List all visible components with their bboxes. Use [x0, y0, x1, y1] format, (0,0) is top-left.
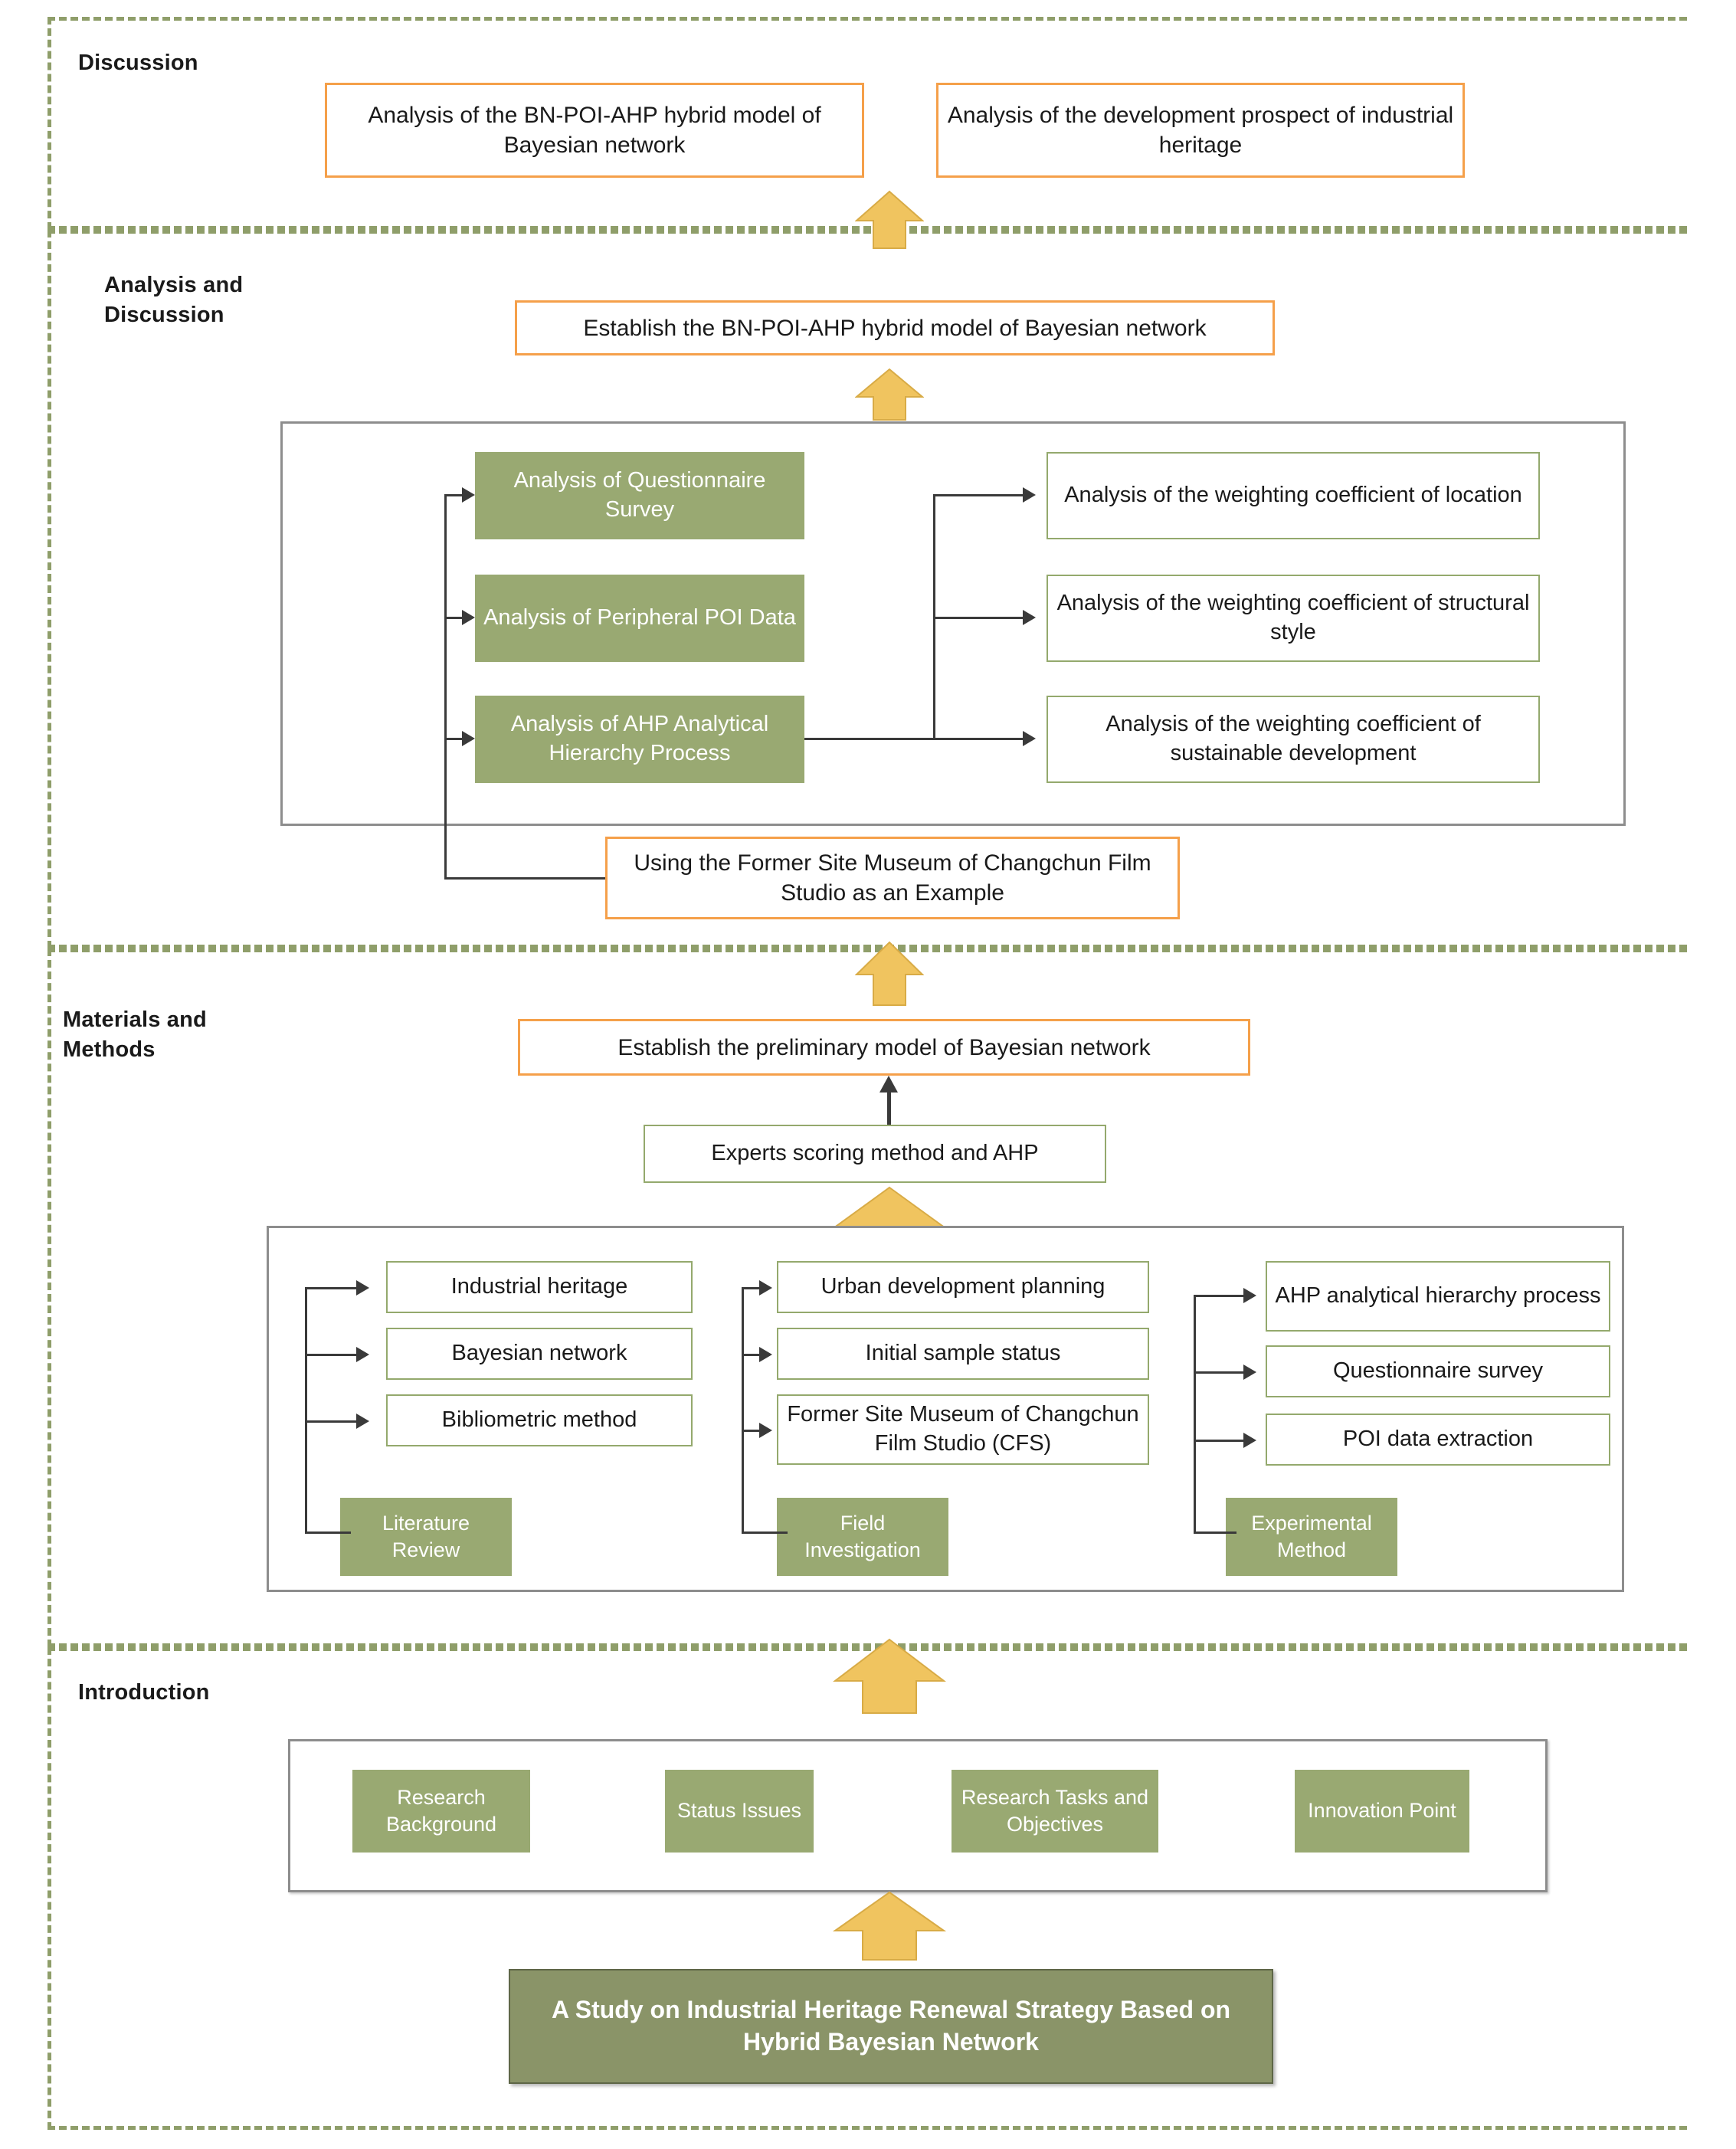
materials-experts-scoring-box[interactable]: Experts scoring method and AHP: [644, 1125, 1106, 1183]
connector-literature-to-industrial: [305, 1287, 359, 1289]
section-band-materials: [47, 948, 1687, 1647]
arrowhead-industrial-heritage: [356, 1280, 369, 1296]
paper-title-box[interactable]: A Study on Industrial Heritage Renewal S…: [509, 1969, 1273, 2084]
arrowhead-bayesian-network: [356, 1347, 369, 1362]
materials-item-questionnaire-survey[interactable]: Questionnaire survey: [1266, 1345, 1610, 1397]
connector-experimental-bottom: [1194, 1531, 1236, 1534]
connector-experimental-spine: [1194, 1295, 1196, 1534]
connector-ahp-to-right-spine: [804, 738, 935, 740]
section-band-introduction: [47, 1647, 1687, 2130]
arrowhead-poi-extraction: [1243, 1433, 1256, 1448]
connector-field-spine: [742, 1287, 744, 1534]
arrowhead-to-sustainable: [1023, 731, 1036, 746]
arrowhead-cfs-museum: [759, 1423, 772, 1438]
connector-right-to-sustainable: [933, 738, 1025, 740]
block-arrow-to-establish-hybrid: [855, 368, 924, 421]
materials-item-ahp-process[interactable]: AHP analytical hierarchy process: [1266, 1261, 1610, 1332]
materials-preliminary-model-box[interactable]: Establish the preliminary model of Bayes…: [518, 1019, 1250, 1076]
introduction-box-status-issues[interactable]: Status Issues: [665, 1770, 814, 1853]
arrowhead-urban-development: [759, 1280, 772, 1296]
connector-experts-to-preliminary: [887, 1088, 891, 1132]
connector-left-to-questionnaire: [444, 494, 464, 496]
arrowhead-to-preliminary: [879, 1076, 898, 1093]
connector-field-to-urban: [742, 1287, 762, 1289]
discussion-box-hybrid-model[interactable]: Analysis of the BN-POI-AHP hybrid model …: [325, 83, 864, 178]
materials-anchor-field-investigation[interactable]: Field Investigation: [777, 1498, 948, 1576]
section-label-introduction: Introduction: [78, 1680, 210, 1705]
introduction-box-innovation-point[interactable]: Innovation Point: [1295, 1770, 1469, 1853]
arrowhead-ahp-process: [1243, 1288, 1256, 1303]
connector-experimental-to-questionnaire: [1194, 1371, 1246, 1374]
connector-literature-bottom: [305, 1531, 351, 1534]
connector-literature-to-bibliometric: [305, 1420, 359, 1423]
analysis-box-weighting-location[interactable]: Analysis of the weighting coefficient of…: [1047, 452, 1540, 539]
materials-item-industrial-heritage[interactable]: Industrial heritage: [386, 1261, 693, 1313]
connector-spine-left: [444, 494, 447, 877]
analysis-box-peripheral-poi-data[interactable]: Analysis of Peripheral POI Data: [475, 575, 804, 662]
analysis-box-weighting-structural-style[interactable]: Analysis of the weighting coefficient of…: [1047, 575, 1540, 662]
materials-item-cfs-museum[interactable]: Former Site Museum of Changchun Film Stu…: [777, 1394, 1149, 1465]
analysis-box-questionnaire-survey[interactable]: Analysis of Questionnaire Survey: [475, 452, 804, 539]
connector-right-to-structural: [933, 617, 1025, 619]
connector-field-to-cfs: [742, 1430, 762, 1432]
section-label-materials: Materials and Methods: [63, 1007, 207, 1063]
materials-item-bibliometric-method[interactable]: Bibliometric method: [386, 1394, 693, 1446]
arrowhead-bibliometric-method: [356, 1414, 369, 1429]
analysis-example-box[interactable]: Using the Former Site Museum of Changchu…: [605, 837, 1180, 919]
materials-item-urban-development-planning[interactable]: Urban development planning: [777, 1261, 1149, 1313]
section-band-discussion: [47, 17, 1687, 230]
introduction-box-research-tasks[interactable]: Research Tasks and Objectives: [952, 1770, 1158, 1853]
block-arrow-to-analysis-section: [855, 941, 924, 1007]
arrowhead-to-location: [1023, 487, 1036, 503]
materials-item-bayesian-network[interactable]: Bayesian network: [386, 1328, 693, 1380]
discussion-box-development-prospect[interactable]: Analysis of the development prospect of …: [936, 83, 1465, 178]
section-label-analysis: Analysis and Discussion: [104, 273, 244, 328]
connector-right-to-location: [933, 494, 1025, 496]
arrowhead-initial-sample: [759, 1347, 772, 1362]
analysis-establish-hybrid-model-box[interactable]: Establish the BN-POI-AHP hybrid model of…: [515, 300, 1275, 355]
connector-experimental-to-poi: [1194, 1440, 1246, 1442]
arrowhead-to-questionnaire: [462, 487, 475, 503]
block-arrow-to-materials-section: [832, 1638, 947, 1715]
materials-item-poi-data-extraction[interactable]: POI data extraction: [1266, 1414, 1610, 1466]
connector-experimental-to-ahp: [1194, 1295, 1246, 1297]
connector-field-to-initial-sample: [742, 1354, 762, 1356]
section-label-discussion: Discussion: [78, 51, 198, 75]
connector-field-bottom: [742, 1531, 788, 1534]
connector-literature-spine: [305, 1287, 307, 1534]
connector-literature-to-bayesian: [305, 1354, 359, 1356]
materials-anchor-literature-review[interactable]: Literature Review: [340, 1498, 512, 1576]
materials-anchor-experimental-method[interactable]: Experimental Method: [1226, 1498, 1397, 1576]
block-arrow-to-discussion: [855, 190, 924, 250]
block-arrow-to-introduction: [832, 1891, 947, 1961]
arrowhead-to-ahp: [462, 731, 475, 746]
connector-left-to-ahp: [444, 738, 464, 740]
analysis-box-weighting-sustainable-development[interactable]: Analysis of the weighting coefficient of…: [1047, 696, 1540, 783]
connector-left-to-poi: [444, 617, 464, 619]
connector-spine-to-example: [444, 877, 607, 880]
introduction-box-research-background[interactable]: Research Background: [352, 1770, 530, 1853]
arrowhead-to-poi: [462, 610, 475, 625]
materials-item-initial-sample-status[interactable]: Initial sample status: [777, 1328, 1149, 1380]
section-band-analysis: [47, 230, 1687, 948]
arrowhead-questionnaire-survey: [1243, 1364, 1256, 1380]
analysis-box-ahp-hierarchy-process[interactable]: Analysis of AHP Analytical Hierarchy Pro…: [475, 696, 804, 783]
arrowhead-to-structural: [1023, 610, 1036, 625]
